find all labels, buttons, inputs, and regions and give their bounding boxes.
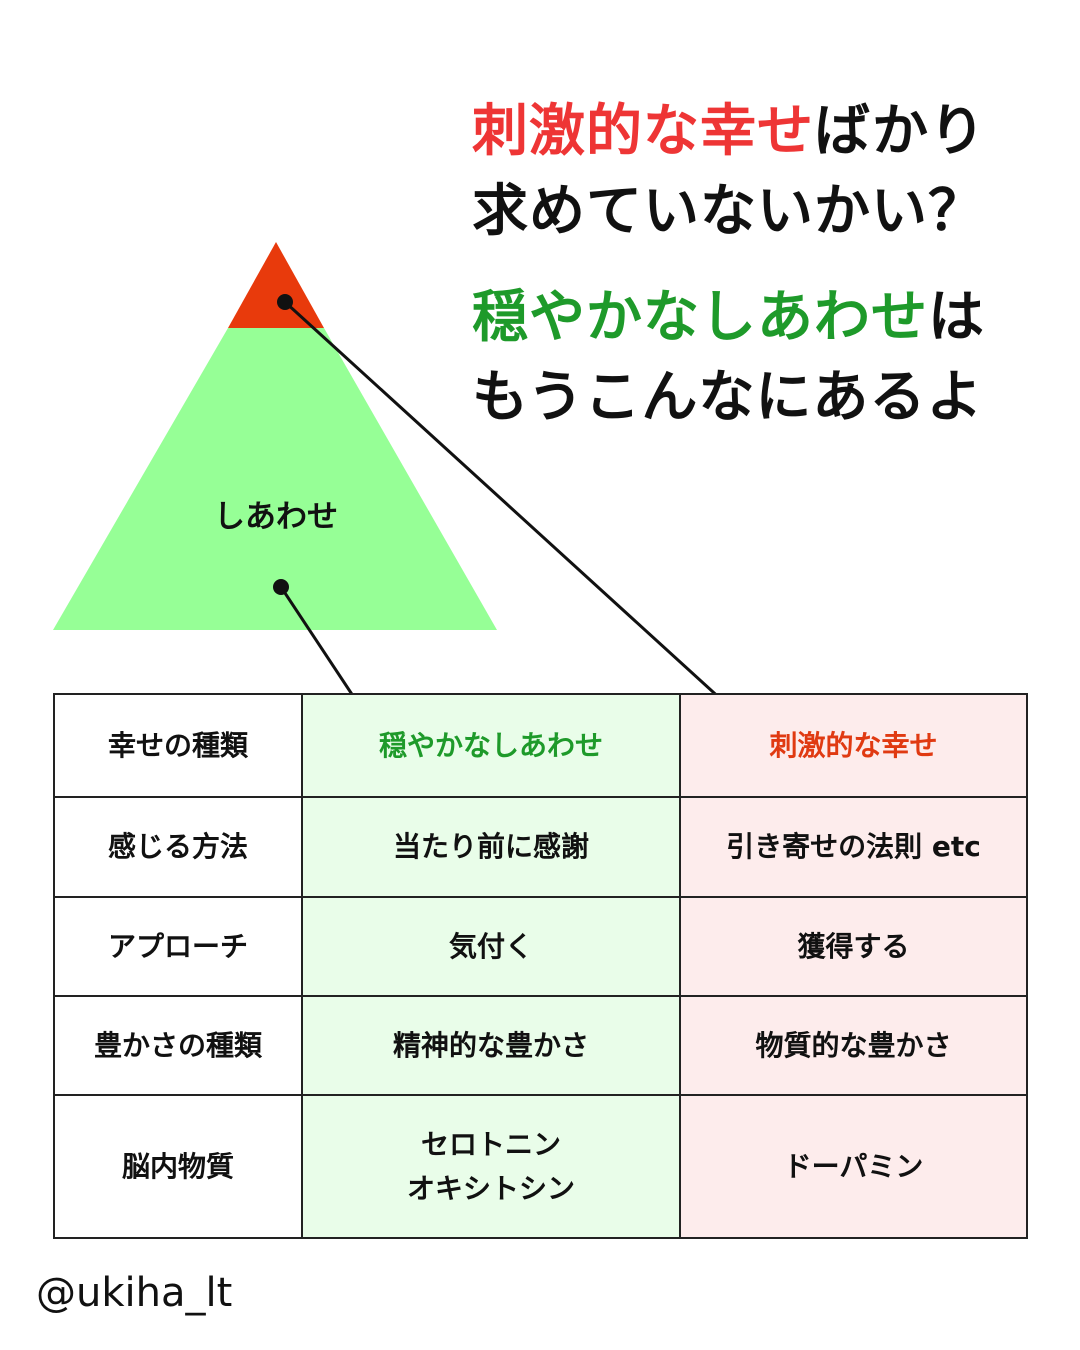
connector-line-calm bbox=[279, 586, 365, 712]
table-cell: 気付く bbox=[301, 896, 681, 997]
table-header-type: 幸せの種類 bbox=[53, 693, 303, 798]
table-cell: 当たり前に感謝 bbox=[301, 796, 681, 898]
table-cell: セロトニン オキシトシン bbox=[301, 1094, 681, 1239]
headline-answer-line2: もうこんなにあるよ bbox=[472, 365, 984, 430]
headline-question-line1: 刺激的な幸せばかり bbox=[472, 92, 1072, 172]
table-row: アプローチ 気付く 獲得する bbox=[53, 896, 1028, 997]
author-handle: @ukiha_lt bbox=[36, 1270, 233, 1316]
headline-answer-line1: 穏やかなしあわせは bbox=[472, 278, 1072, 358]
table-cell: 獲得する bbox=[679, 896, 1028, 997]
table-row: 豊かさの種類 精神的な豊かさ 物質的な豊かさ bbox=[53, 995, 1028, 1096]
table-row: 幸せの種類 穏やかなしあわせ 刺激的な幸せ bbox=[53, 693, 1028, 798]
headline-q1-rest: ばかり bbox=[814, 99, 987, 164]
headline-a1-rest: は bbox=[928, 285, 985, 350]
table-cell: 感じる方法 bbox=[53, 796, 303, 898]
table-cell: 脳内物質 bbox=[53, 1094, 303, 1239]
table-header-stimulating: 刺激的な幸せ bbox=[679, 693, 1028, 798]
table-header-calm: 穏やかなしあわせ bbox=[301, 693, 681, 798]
table-cell: ドーパミン bbox=[679, 1094, 1028, 1239]
comparison-table: 幸せの種類 穏やかなしあわせ 刺激的な幸せ 感じる方法 当たり前に感謝 引き寄せ… bbox=[53, 693, 1028, 1239]
headline: 刺激的な幸せばかり 求めていないかい？ 穏やかなしあわせは もうこんなにあるよ bbox=[472, 92, 1072, 438]
table-cell: 引き寄せの法則 etc bbox=[679, 796, 1028, 898]
pyramid-top bbox=[228, 242, 324, 328]
pyramid-base bbox=[53, 328, 497, 630]
connector-line-stimulating bbox=[283, 300, 737, 714]
table-cell: アプローチ bbox=[53, 896, 303, 997]
table-cell: 物質的な豊かさ bbox=[679, 995, 1028, 1096]
connector-dot-top bbox=[277, 294, 293, 310]
headline-question-line2: 求めていないかい？ bbox=[472, 179, 985, 244]
table-row: 脳内物質 セロトニン オキシトシン ドーパミン bbox=[53, 1094, 1028, 1239]
pyramid-label: しあわせ bbox=[214, 499, 338, 535]
headline-calm-happiness: 穏やかなしあわせ bbox=[472, 285, 928, 350]
table-cell: 豊かさの種類 bbox=[53, 995, 303, 1096]
table-row: 感じる方法 当たり前に感謝 引き寄せの法則 etc bbox=[53, 796, 1028, 898]
headline-stimulating-happiness: 刺激的な幸せ bbox=[472, 99, 814, 164]
connector-dot-base bbox=[273, 579, 289, 595]
table-cell: 精神的な豊かさ bbox=[301, 995, 681, 1096]
